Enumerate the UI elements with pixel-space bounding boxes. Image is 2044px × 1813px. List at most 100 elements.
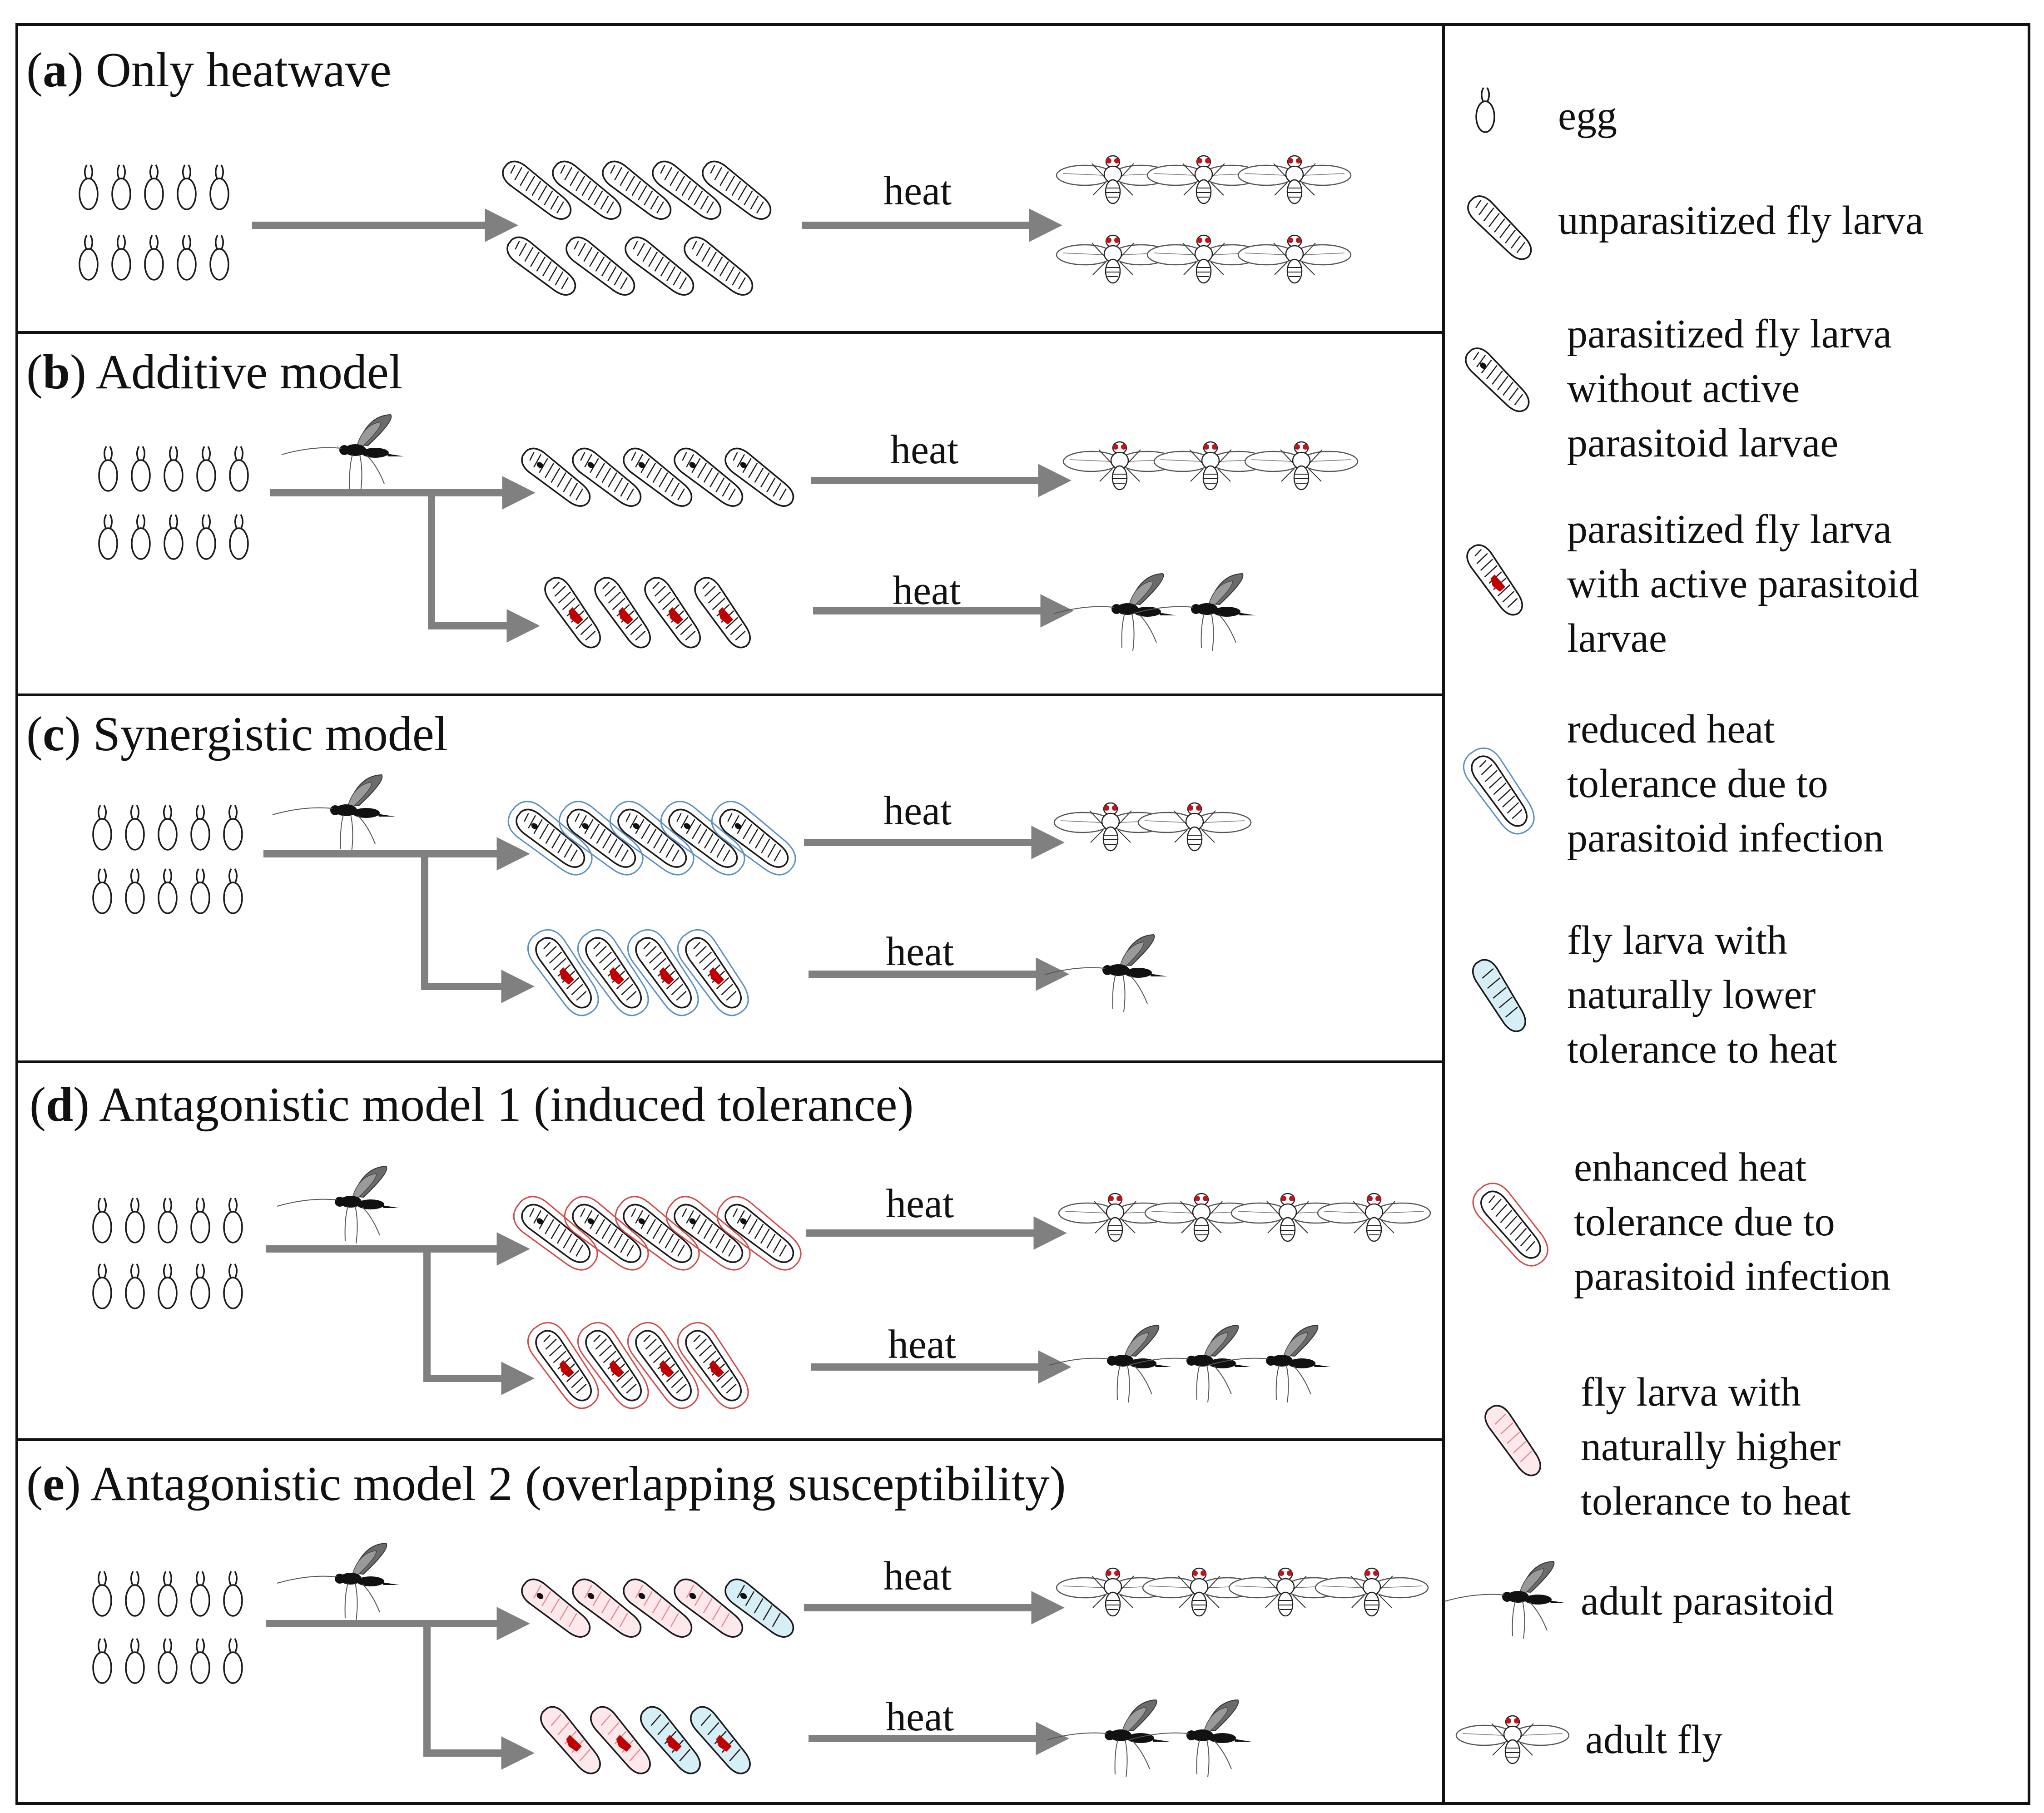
panel-title: (e) Antagonistic model 2 (overlapping su…: [26, 1457, 1066, 1511]
arrow-label: heat: [890, 427, 958, 472]
legend-label: adult parasitoid: [1581, 1579, 1834, 1624]
legend-line: fly larva with: [1567, 918, 1787, 963]
adult-parasitoid-group: [1053, 573, 1256, 651]
legend-item-adult-parasitoid: adult parasitoid: [1444, 1561, 1834, 1639]
panel-letter: c: [43, 707, 64, 761]
enhanced-tolerance-larva-icon: [1465, 1175, 1558, 1275]
legend-line: parasitoid larvae: [1567, 421, 1838, 466]
egg-cluster: [92, 1570, 243, 1684]
legend-line: enhanced heat: [1574, 1145, 1806, 1190]
arrow-label: heat: [886, 1181, 954, 1226]
legend-label: unparasitized fly larva: [1558, 198, 1924, 243]
panel-letter: d: [46, 1078, 73, 1132]
legend-line: parasitoid infection: [1567, 816, 1884, 861]
figure-border: [15, 23, 2030, 1805]
legend-line: reduced heat: [1567, 707, 1775, 752]
arrow-label: heat: [893, 568, 961, 613]
larva-group: [497, 155, 777, 302]
legend-label: fly larva with naturally higher toleranc…: [1581, 1370, 1851, 1524]
unparasitized-larva-icon: [1462, 190, 1538, 266]
adult-fly-group: [1062, 441, 1359, 490]
legend-label: fly larva with naturally lower tolerance…: [1567, 918, 1837, 1072]
legend-label: egg: [1558, 94, 1617, 139]
panel-title-text: Only heatwave: [96, 43, 392, 97]
adult-fly-group: [1058, 1193, 1431, 1242]
adult-parasitoid-group: [1049, 1325, 1331, 1403]
adult-fly-group: [1056, 155, 1352, 284]
panel-a: (a) Only heatwave heat: [26, 43, 1352, 302]
reduced-tolerance-active-larva-group: [520, 922, 758, 1024]
adult-parasitoid: [281, 414, 405, 492]
legend-line: adult parasitoid: [1581, 1579, 1834, 1624]
legend-label: reduced heat tolerance due to parasitoid…: [1567, 707, 1884, 861]
legend-line: without active: [1567, 366, 1800, 411]
panel-letter: e: [43, 1457, 64, 1511]
panel-title: (a) Only heatwave: [26, 43, 392, 97]
legend-label: parasitized fly larva with active parasi…: [1567, 507, 1929, 661]
panel-title: (b) Additive model: [26, 345, 402, 399]
legend-item-enhanced-tolerance: enhanced heat tolerance due to parasitoi…: [1465, 1145, 1890, 1299]
legend: egg unparasitized fly larva parasitized …: [1444, 87, 1929, 1764]
arrow-label: heat: [888, 1322, 956, 1367]
legend-line: adult fly: [1585, 1717, 1722, 1762]
egg-cluster: [92, 804, 243, 914]
panel-b: (b) Additive model heat heat: [26, 345, 1359, 654]
adult-fly-group: [1053, 802, 1252, 852]
arrow-label: heat: [886, 929, 954, 974]
branch-arrow: [423, 1624, 535, 1770]
adult-parasitoid: [272, 774, 396, 852]
arrow-label: heat: [886, 1694, 954, 1739]
legend-line: tolerance to heat: [1581, 1479, 1851, 1524]
reduced-tolerance-larva-group: [501, 793, 804, 884]
egg-cluster: [92, 1197, 243, 1309]
legend-line: tolerance to heat: [1567, 1027, 1837, 1072]
legend-line: tolerance due to: [1574, 1199, 1835, 1244]
legend-line: naturally lower: [1567, 972, 1816, 1017]
panel-title-text: Synergistic model: [93, 707, 448, 761]
panel-title-text: Antagonistic model 2 (overlapping suscep…: [90, 1457, 1066, 1511]
legend-item-low-tolerance: fly larva with naturally lower tolerance…: [1467, 918, 1837, 1072]
legend-label: parasitized fly larva without active par…: [1567, 312, 1902, 466]
adult-parasitoid-group: [1044, 934, 1168, 1012]
mixed-tolerance-active-larva-group: [535, 1701, 757, 1780]
mixed-tolerance-larva-group: [516, 1573, 800, 1644]
legend-label: adult fly: [1585, 1717, 1722, 1762]
egg-cluster: [98, 446, 249, 560]
legend-line: larvae: [1567, 616, 1667, 661]
adult-parasitoid-group: [1047, 1699, 1252, 1778]
legend-line: parasitized fly larva: [1567, 507, 1892, 552]
high-tolerance-larva-icon: [1479, 1400, 1548, 1482]
legend-line: with active parasitoid: [1567, 561, 1919, 606]
panel-c: (c) Synergistic model heat heat: [26, 707, 1252, 1024]
low-tolerance-larva-icon: [1467, 954, 1533, 1038]
parasitized-active-larva-group: [539, 572, 757, 654]
legend-item-adult-fly: adult fly: [1455, 1715, 1722, 1764]
adult-parasitoid: [277, 1543, 400, 1621]
legend-item-reduced-tolerance: reduced heat tolerance due to parasitoid…: [1456, 707, 1884, 861]
legend-item-unparasitized-larva: unparasitized fly larva: [1462, 190, 1924, 266]
enhanced-tolerance-larva-group: [506, 1189, 810, 1279]
legend-line: egg: [1558, 94, 1617, 139]
legend-item-parasitized-inactive: parasitized fly larva without active par…: [1460, 312, 1902, 466]
panel-title: (d) Antagonistic model 1 (induced tolera…: [30, 1078, 913, 1132]
legend-label: enhanced heat tolerance due to parasitoi…: [1574, 1145, 1890, 1299]
branch-arrow: [428, 493, 540, 643]
legend-line: parasitized fly larva: [1567, 312, 1892, 357]
adult-fly-group: [1056, 1567, 1429, 1617]
legend-line: tolerance due to: [1567, 761, 1828, 806]
arrow-label: heat: [883, 168, 952, 213]
reduced-tolerance-larva-icon: [1456, 740, 1543, 842]
enhanced-tolerance-active-larva-group: [520, 1315, 758, 1417]
panel-title-text: Antagonistic model 1 (induced tolerance): [99, 1078, 913, 1132]
adult-parasitoid-icon: [1444, 1561, 1568, 1639]
egg-cluster: [79, 164, 229, 281]
legend-line: parasitoid infection: [1574, 1254, 1890, 1299]
adult-fly-icon: [1455, 1715, 1570, 1764]
legend-line: fly larva with: [1581, 1370, 1801, 1415]
parasitized-inactive-larva-group: [516, 442, 800, 513]
arrow-label: heat: [883, 1554, 952, 1599]
legend-line: naturally higher: [1581, 1424, 1841, 1469]
panel-title-text: Additive model: [96, 345, 402, 399]
legend-item-egg: egg: [1475, 87, 1617, 139]
